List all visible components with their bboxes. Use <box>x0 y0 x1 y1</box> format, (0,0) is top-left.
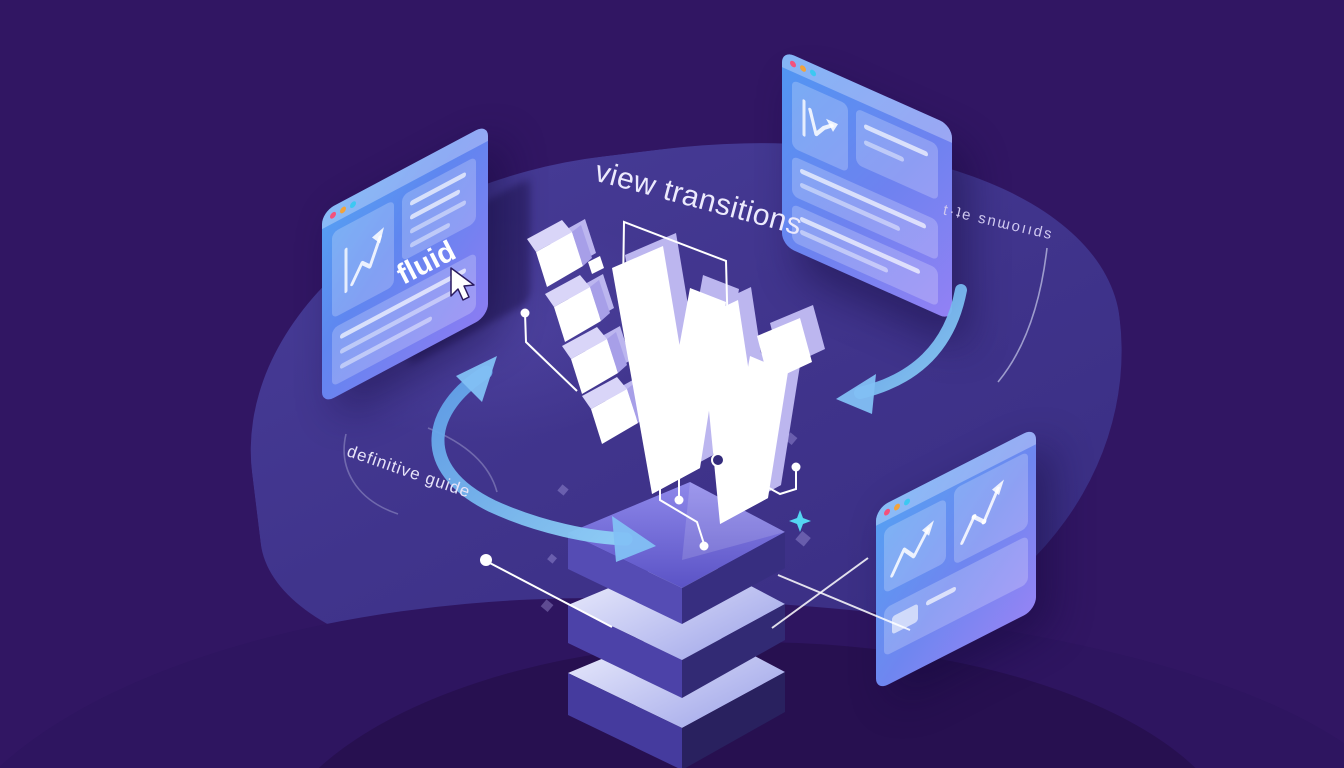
mini-line-chart-icon <box>344 227 384 294</box>
browser-window-top-left <box>322 123 488 405</box>
cursor-pointer-icon <box>450 267 475 301</box>
confetti-squares <box>540 432 811 613</box>
mini-line-chart-icon <box>802 99 838 137</box>
letter-w-logo <box>612 246 812 524</box>
circuit-lines <box>485 220 911 631</box>
curved-arrow-right-icon <box>836 284 967 414</box>
letter-w-fragments <box>527 220 676 444</box>
circuit-dots <box>480 282 801 566</box>
chart-panel <box>884 498 946 594</box>
mini-line-chart-icon <box>890 520 934 578</box>
chart-panel <box>332 199 394 319</box>
chart-panel <box>792 79 848 173</box>
browser-window-bottom-right <box>876 427 1036 691</box>
browser-window-top-right <box>782 50 952 321</box>
curved-arrow-left-icon <box>431 356 656 562</box>
layer-stack-illustration <box>568 482 785 768</box>
mini-line-chart-icon <box>960 479 1004 545</box>
sparkle-icon <box>789 510 811 532</box>
chart-panel <box>954 451 1028 566</box>
